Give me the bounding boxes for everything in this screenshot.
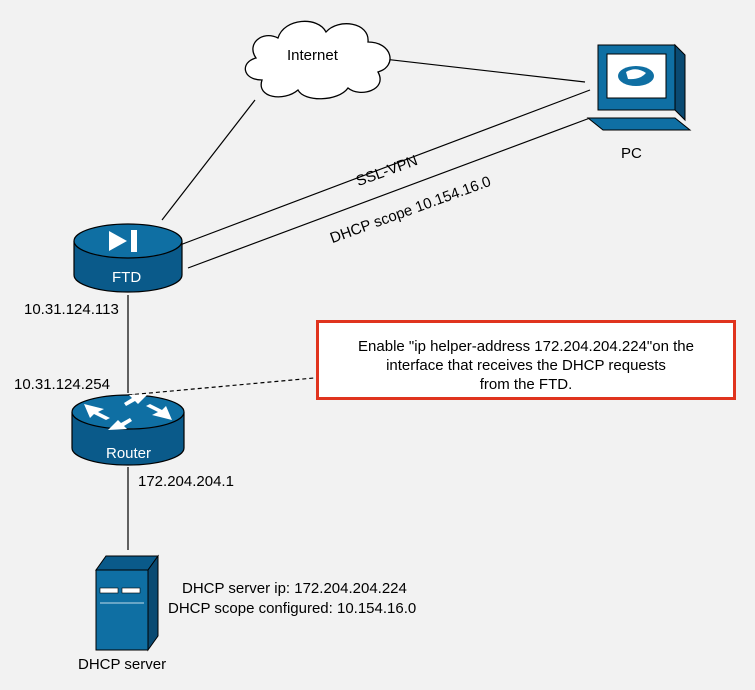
pc-label: PC xyxy=(621,145,642,162)
internet-label: Internet xyxy=(287,47,338,64)
pc-icon xyxy=(586,43,692,131)
link-internet-pc xyxy=(374,57,586,83)
callout-line-3: from the FTD. xyxy=(479,376,573,393)
link-internet-ftd xyxy=(161,99,256,221)
router-ip-bottom-label: 172.204.204.1 xyxy=(138,473,234,490)
ftd-icon xyxy=(73,223,183,293)
ftd-ip-label: 10.31.124.113 xyxy=(24,301,119,318)
router-ip-top-label: 10.31.124.254 xyxy=(14,376,110,393)
ftd-label: FTD xyxy=(112,269,142,286)
router-icon xyxy=(71,394,185,466)
link-callout-dashed xyxy=(127,377,315,396)
server-scope-label: DHCP scope configured: 10.154.16.0 xyxy=(168,600,417,617)
callout-line-1: Enable "ip helper-address 172.204.204.22… xyxy=(358,338,694,355)
link-ssl-vpn xyxy=(179,89,591,246)
dhcp-server-label: DHCP server xyxy=(78,656,167,673)
server-ip-label: DHCP server ip: 172.204.204.224 xyxy=(182,580,407,597)
link-dhcp-scope xyxy=(187,117,591,269)
server-icon xyxy=(95,554,159,652)
callout-line-2: interface that receives the DHCP request… xyxy=(386,357,666,374)
router-label: Router xyxy=(106,445,152,462)
cloud-icon xyxy=(244,20,391,100)
helper-address-callout: Enable "ip helper-address 172.204.204.22… xyxy=(316,320,736,400)
